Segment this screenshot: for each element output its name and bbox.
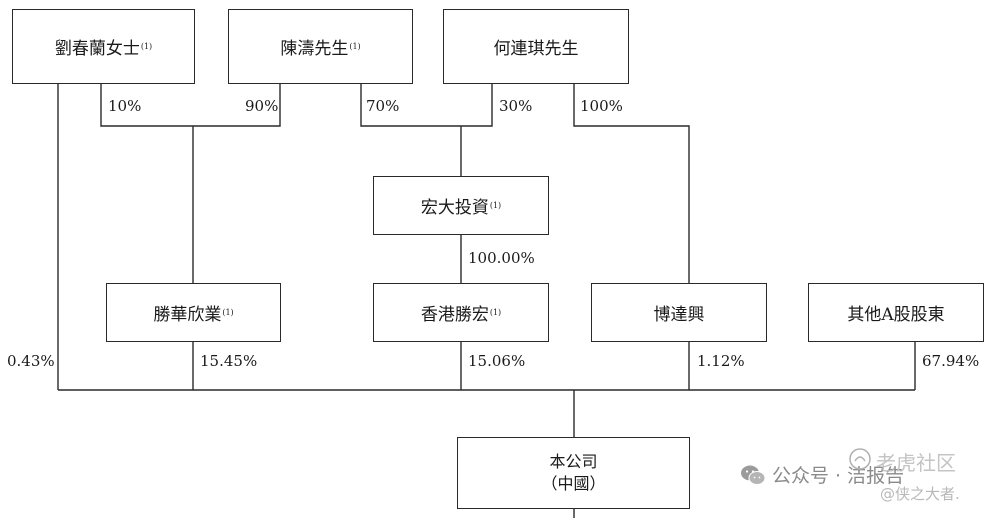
footnote-marker: (1) bbox=[349, 42, 361, 51]
entity-box-others: 其他A股股東 bbox=[808, 283, 984, 342]
company-country: （中國） bbox=[541, 474, 606, 493]
entity-box-shenghua: 勝華欣業(1) bbox=[106, 283, 281, 342]
footnote-marker: (1) bbox=[489, 308, 502, 317]
shareholder-name-liu: 劉春蘭女士 bbox=[54, 39, 140, 59]
pct-shenghua-to-company: 15.45% bbox=[200, 352, 258, 370]
entity-name-shenghua: 勝華欣業 bbox=[153, 305, 222, 325]
pct-hongda-to-hksh: 100.00% bbox=[468, 249, 535, 267]
pct-liu-to-company: 0.43% bbox=[7, 352, 55, 370]
pct-others-to-company: 67.94% bbox=[922, 352, 980, 370]
pct-hksh-to-company: 15.06% bbox=[468, 352, 526, 370]
pct-chen-to-shenghua: 90% bbox=[245, 97, 279, 115]
company-box: 本公司 （中國） bbox=[457, 437, 690, 509]
footnote-marker: (1) bbox=[140, 42, 153, 51]
footnote-marker: (1) bbox=[222, 308, 234, 317]
pct-he-to-bodaxing: 100% bbox=[580, 97, 623, 115]
shareholder-name-chen: 陳濤先生 bbox=[280, 39, 349, 59]
watermark-community: 老虎社区 bbox=[876, 451, 956, 475]
watermark-author: @侠之大者. bbox=[880, 485, 960, 503]
entity-name-bodaxing: 博達興 bbox=[653, 305, 705, 325]
entity-name-hongda: 宏大投資 bbox=[420, 198, 489, 218]
tiger-community-logo-icon bbox=[849, 448, 871, 470]
pct-he-to-hongda: 30% bbox=[499, 97, 533, 115]
shareholder-name-he: 何連琪先生 bbox=[493, 39, 579, 59]
entity-box-hksh: 香港勝宏(1) bbox=[373, 283, 549, 342]
shareholder-box-he: 何連琪先生 bbox=[443, 9, 629, 84]
entity-box-hongda: 宏大投資(1) bbox=[373, 176, 549, 235]
footnote-marker: (1) bbox=[489, 201, 502, 210]
shareholder-box-liu: 劉春蘭女士(1) bbox=[12, 9, 195, 84]
entity-name-hksh: 香港勝宏 bbox=[420, 305, 489, 325]
wechat-icon bbox=[741, 465, 766, 485]
pct-bodaxing-to-company: 1.12% bbox=[697, 352, 745, 370]
pct-chen-to-hongda: 70% bbox=[366, 97, 400, 115]
entity-name-others: 其他A股股東 bbox=[847, 305, 945, 325]
watermark-account: 公众号 · 洁报告 bbox=[772, 465, 905, 487]
company-name: 本公司 bbox=[549, 452, 598, 471]
shareholder-box-chen: 陳濤先生(1) bbox=[228, 9, 413, 84]
entity-box-bodaxing: 博達興 bbox=[591, 283, 767, 342]
pct-liu-to-shenghua: 10% bbox=[108, 97, 142, 115]
